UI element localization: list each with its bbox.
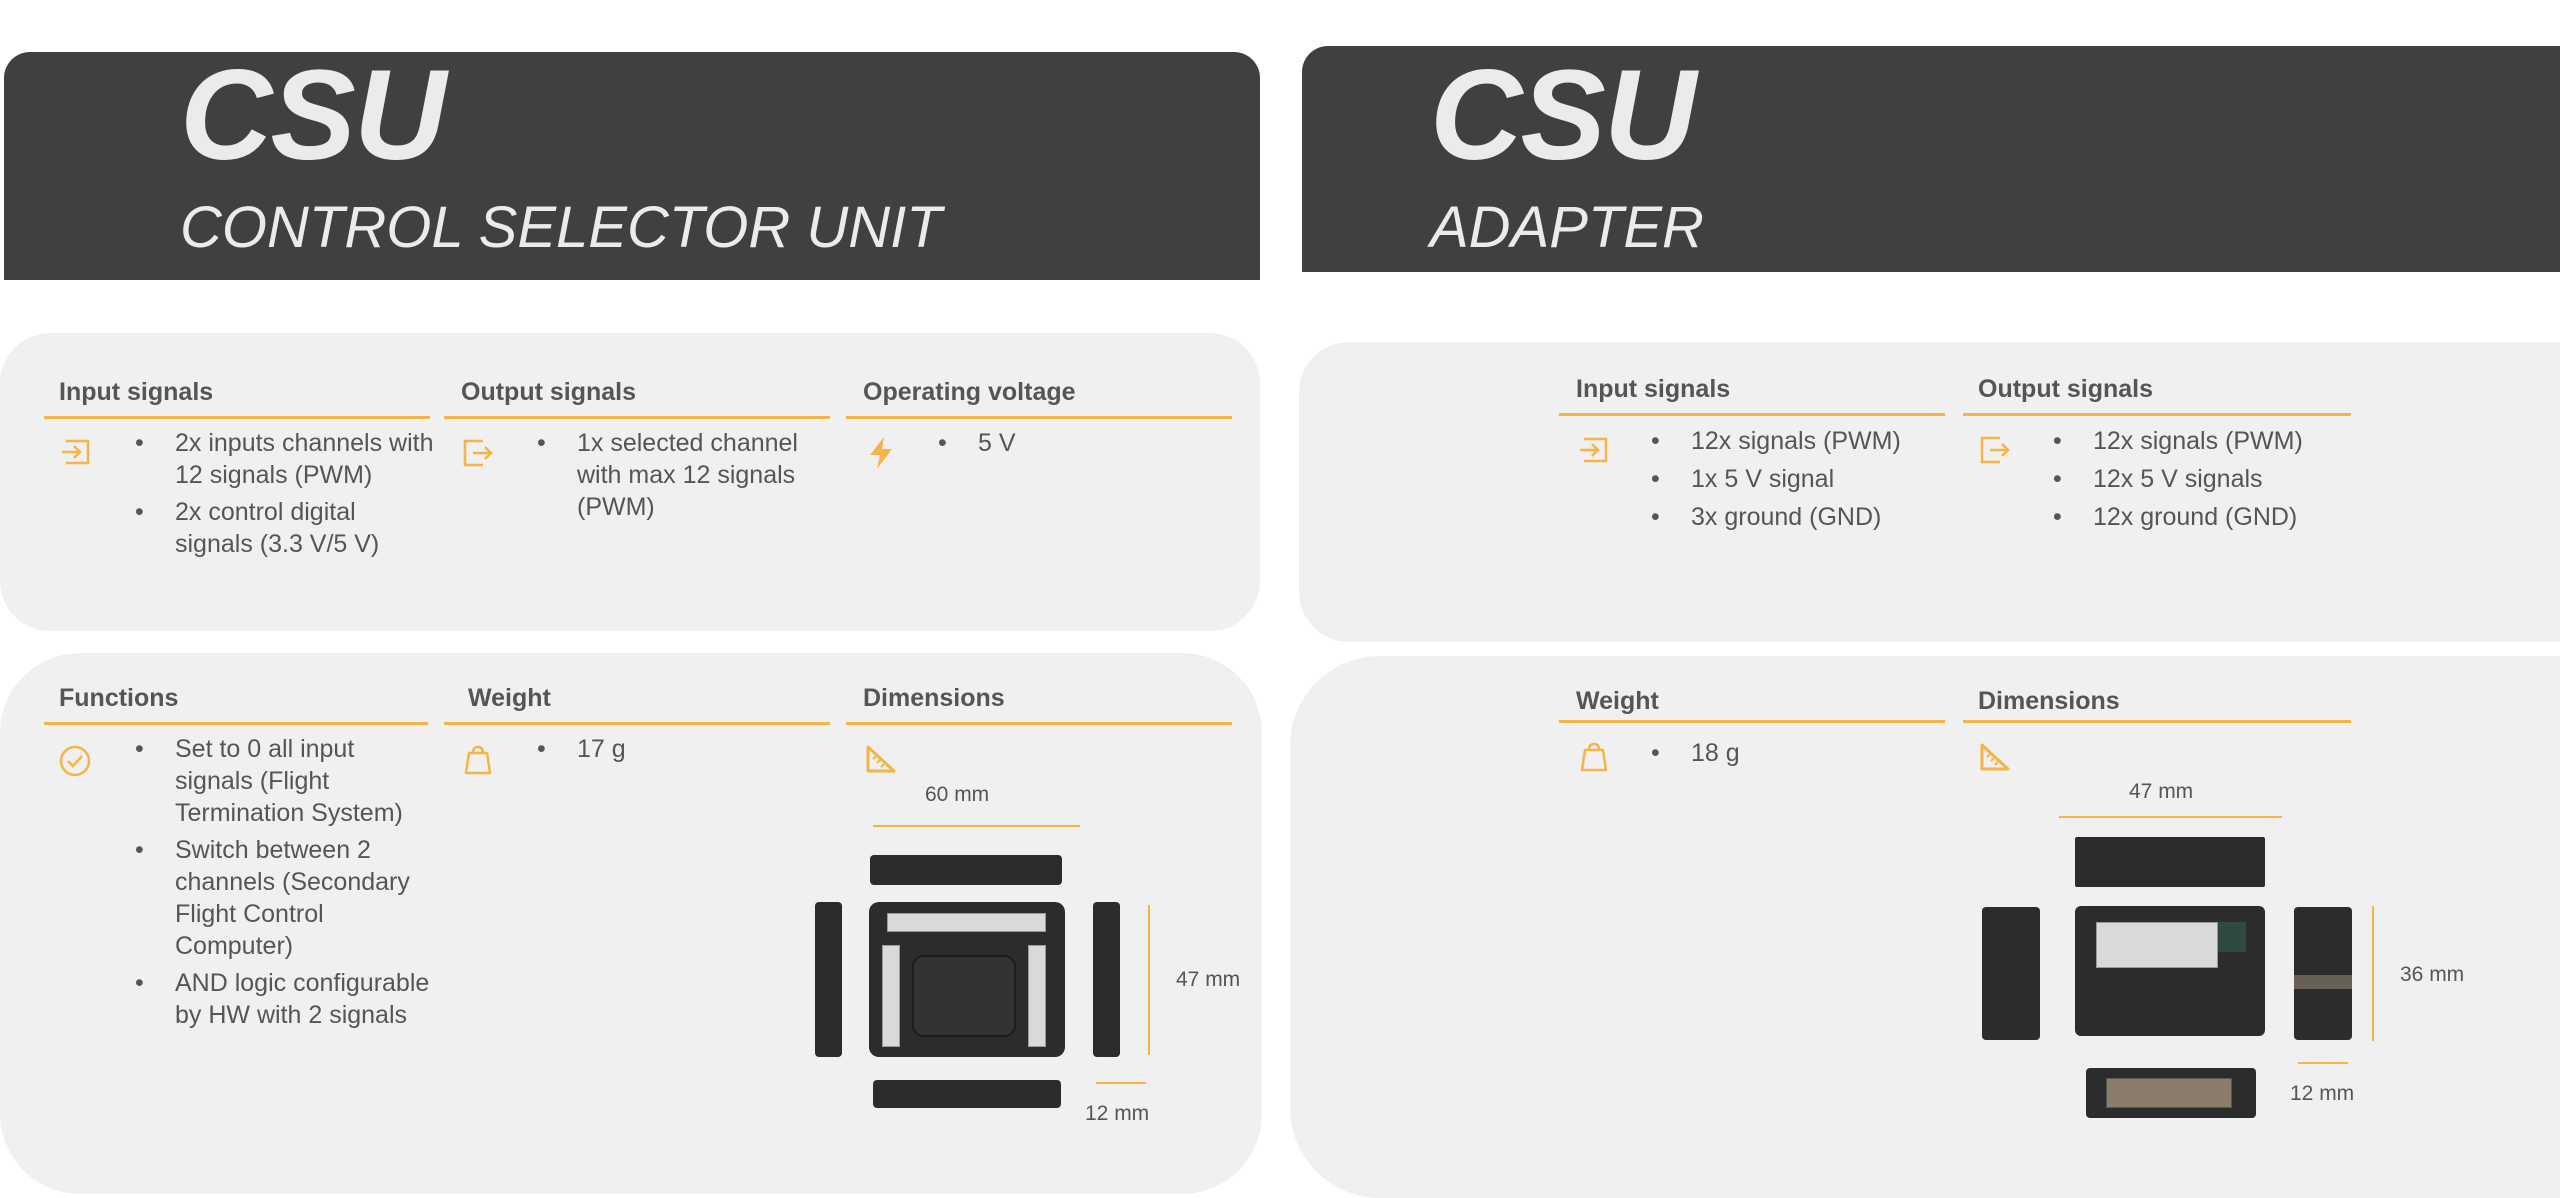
right-dim-height-line (2372, 906, 2374, 1041)
left-dim-depth-line (1096, 1082, 1146, 1084)
weight-icon (1580, 742, 1608, 772)
list-item: 2x inputs channels with 12 signals (PWM) (135, 427, 435, 491)
adapter-right-view (2294, 907, 2352, 1040)
adapter-top-view (2075, 837, 2265, 887)
right-output-signals-underline (1963, 413, 2351, 416)
adapter-right-view-band (2294, 975, 2352, 989)
right-dimensions-title: Dimensions (1978, 687, 2120, 715)
list-item: 12x 5 V signals (2053, 463, 2353, 495)
left-dimensions-title: Dimensions (863, 684, 1005, 712)
input-icon (1580, 437, 1608, 463)
left-dim-height-line (1148, 905, 1150, 1055)
list-item: 12x signals (PWM) (1651, 425, 1951, 457)
functions-title: Functions (59, 684, 179, 712)
adapter-connector (2096, 922, 2218, 968)
right-input-signals-title: Input signals (1576, 375, 1731, 403)
right-input-signals-list: 12x signals (PWM) 1x 5 V signal 3x groun… (1651, 425, 1951, 538)
list-item: Set to 0 all input signals (Flight Termi… (135, 733, 435, 829)
left-input-signals-list: 2x inputs channels with 12 signals (PWM)… (135, 427, 435, 565)
output-icon (1980, 436, 2010, 464)
right-dim-width-label: 47 mm (2129, 780, 2194, 803)
right-header (1302, 46, 2560, 272)
weight-icon (464, 745, 492, 775)
right-output-signals-list: 12x signals (PWM) 12x 5 V signals 12x gr… (2053, 425, 2353, 538)
csu-connector-top (887, 913, 1046, 932)
list-item: 12x ground (GND) (2053, 501, 2353, 533)
right-output-signals-title: Output signals (1978, 375, 2153, 403)
list-item: 18 g (1651, 737, 1931, 769)
list-item: 5 V (938, 427, 1218, 459)
right-dim-depth-label: 12 mm (2290, 1082, 2355, 1105)
left-weight-title: Weight (468, 684, 551, 712)
left-input-signals-underline (44, 416, 430, 419)
csu-right-view (1093, 902, 1120, 1057)
left-dimensions-underline (846, 722, 1232, 725)
right-header-title: CSU (1430, 44, 1696, 187)
list-item: 1x 5 V signal (1651, 463, 1951, 495)
list-item: 1x selected channel with max 12 signals … (537, 427, 827, 523)
adapter-pcb (2218, 922, 2246, 952)
ruler-triangle-icon (866, 745, 896, 773)
ruler-triangle-icon (1980, 743, 2010, 771)
left-output-signals-underline (444, 416, 830, 419)
csu-top-view (870, 855, 1062, 885)
right-dim-depth-line (2298, 1062, 2348, 1064)
left-header (4, 52, 1260, 280)
list-item: 17 g (537, 733, 817, 765)
left-dim-width-label: 60 mm (925, 783, 990, 806)
csu-left-view (815, 902, 842, 1057)
csu-center-plate (912, 955, 1016, 1037)
right-input-signals-underline (1559, 413, 1945, 416)
left-header-subtitle: CONTROL SELECTOR UNIT (180, 195, 942, 260)
adapter-left-view (1982, 907, 2040, 1040)
left-weight-underline (444, 722, 830, 725)
right-dimensions-underline (1963, 720, 2351, 723)
lightning-icon (870, 437, 892, 469)
list-item: AND logic configurable by HW with 2 sign… (135, 967, 435, 1031)
right-weight-title: Weight (1576, 687, 1659, 715)
right-weight-underline (1559, 720, 1945, 723)
operating-voltage-underline (846, 416, 1232, 419)
right-dim-width-line (2059, 816, 2282, 818)
functions-list: Set to 0 all input signals (Flight Termi… (135, 733, 435, 1036)
list-item: 2x control digital signals (3.3 V/5 V) (135, 496, 435, 560)
left-dim-depth-label: 12 mm (1085, 1102, 1150, 1125)
left-header-title: CSU (180, 44, 446, 187)
input-icon (62, 439, 90, 465)
csu-connector-right (1028, 945, 1046, 1047)
left-dim-height-label: 47 mm (1176, 968, 1241, 991)
right-header-subtitle: ADAPTER (1430, 195, 1704, 260)
right-dim-height-label: 36 mm (2400, 963, 2465, 986)
list-item: 3x ground (GND) (1651, 501, 1951, 533)
left-weight-list: 17 g (537, 733, 817, 770)
list-item: 12x signals (PWM) (2053, 425, 2353, 457)
left-input-signals-title: Input signals (59, 378, 214, 406)
left-dim-width-line (873, 825, 1080, 827)
right-weight-list: 18 g (1651, 737, 1931, 774)
csu-connector-left (882, 945, 900, 1047)
output-icon (463, 439, 493, 467)
list-item: Switch between 2 channels (Secondary Fli… (135, 834, 435, 962)
left-output-signals-list: 1x selected channel with max 12 signals … (537, 427, 827, 528)
left-output-signals-title: Output signals (461, 378, 636, 406)
check-circle-icon (59, 745, 91, 777)
csu-bottom-view (873, 1080, 1061, 1108)
operating-voltage-title: Operating voltage (863, 378, 1076, 406)
operating-voltage-list: 5 V (938, 427, 1218, 464)
functions-underline (44, 722, 428, 725)
adapter-bottom-connector (2106, 1078, 2232, 1108)
